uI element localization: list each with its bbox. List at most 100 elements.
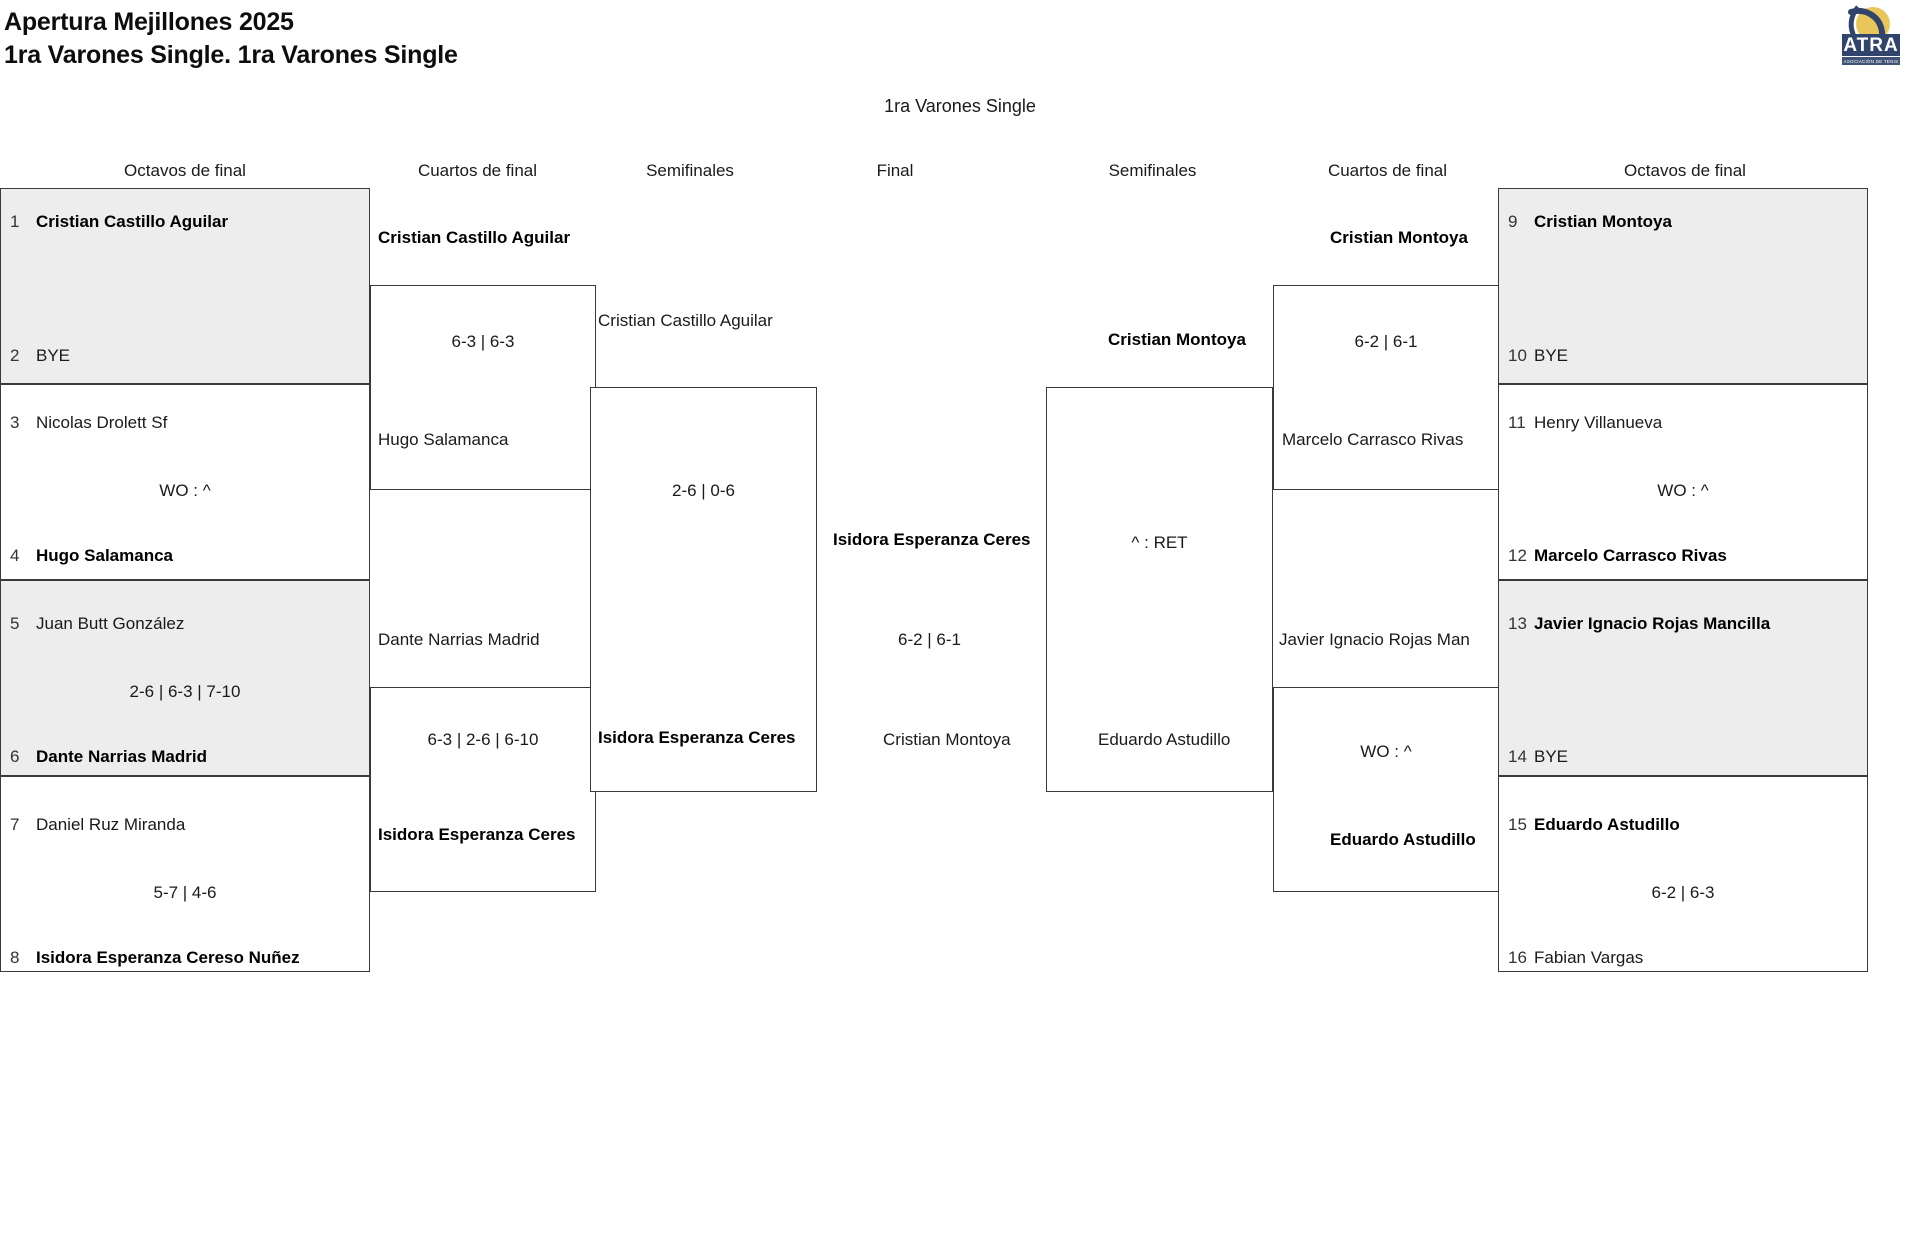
score-lqf-1: 6-3 | 6-3 [451,332,515,351]
seed-number: 7 [10,815,20,834]
round-header-cuartos-right: Cuartos de final [1327,161,1448,180]
sf-right-bottom-name[interactable]: Eduardo Astudillo [1098,730,1231,749]
seed-number: 2 [10,346,20,365]
seed-number: 6 [10,747,20,766]
round-header-final: Final [876,161,914,180]
match-box-l16-1[interactable] [0,188,370,384]
player-slot-7[interactable]: 7 Daniel Ruz Miranda [10,815,185,835]
match-box-lqf-2[interactable] [370,687,596,892]
category-name: 1ra Varones Single. 1ra Varones Single [4,41,458,69]
match-box-r16-2[interactable] [1498,384,1868,580]
player-name: Cristian Castillo Aguilar [36,212,229,231]
sf-left-bottom-clip: Isidora Esperanza Ceres [592,728,815,754]
player-slot-3[interactable]: 3 Nicolas Drolett Sf [10,413,167,433]
qf-right-2-top-clip: Javier Ignacio Rojas Man [1275,630,1499,656]
player-slot-14[interactable]: 14 BYE [1508,747,1568,767]
player-slot-8[interactable]: 8 Isidora Esperanza Cereso Nuñez [10,948,300,968]
seed-number: 14 [1508,747,1527,766]
player-name: BYE [1534,346,1569,365]
round-header-octavos-left: Octavos de final [124,161,246,180]
player-slot-1[interactable]: 1 Cristian Castillo Aguilar [10,212,228,232]
player-slot-5[interactable]: 5 Juan Butt González [10,614,184,634]
player-slot-2[interactable]: 2 BYE [10,346,70,366]
seed-number: 15 [1508,815,1527,834]
player-name: BYE [36,346,71,365]
player-name: Javier Ignacio Rojas Mancilla [1534,614,1771,633]
draw-title: 1ra Varones Single [884,96,1036,116]
player-name: Fabian Vargas [1534,948,1644,967]
score-final: 6-2 | 6-1 [897,630,961,649]
player-slot-12[interactable]: 12 Marcelo Carrasco Rivas [1508,546,1727,566]
player-slot-16[interactable]: 16 Fabian Vargas [1508,948,1643,968]
match-box-r16-4[interactable] [1498,776,1868,972]
round-header-cuartos-left: Cuartos de final [417,161,538,180]
score-l16-4: 5-7 | 4-6 [153,883,217,902]
match-box-l16-3[interactable] [0,580,370,776]
qf-left-2-top-name[interactable]: Dante Narrias Madrid [378,630,540,649]
qf-left-1-bottom-name[interactable]: Hugo Salamanca [378,430,509,449]
player-name: Marcelo Carrasco Rivas [1534,546,1727,565]
match-box-lqf-1[interactable] [370,285,596,490]
score-rqf-2: WO : ^ [1360,742,1412,761]
sf-left-top-name[interactable]: Cristian Castillo Aguilar [598,311,773,330]
match-box-r16-3[interactable] [1498,580,1868,776]
final-top-clip: Isidora Esperanza Ceres [817,530,1042,556]
match-box-l16-4[interactable] [0,776,370,972]
score-r16-2: WO : ^ [1657,481,1709,500]
match-box-rqf-1[interactable] [1273,285,1499,490]
qf-right-1-top-name[interactable]: Cristian Montoya [1330,228,1468,247]
qf-right-2-bottom-name[interactable]: Eduardo Astudillo [1330,830,1476,849]
player-slot-13[interactable]: 13 Javier Ignacio Rojas Mancilla [1508,614,1770,634]
match-box-r16-1[interactable] [1498,188,1868,384]
score-l16-2: WO : ^ [159,481,211,500]
seed-number: 9 [1508,212,1518,231]
player-name: Juan Butt González [36,614,185,633]
match-box-rqf-2[interactable] [1273,687,1499,892]
seed-number: 4 [10,546,20,565]
seed-number: 11 [1508,413,1526,432]
seed-number: 16 [1508,948,1527,967]
seed-number: 13 [1508,614,1527,633]
final-top-name[interactable]: Isidora Esperanza Ceres [833,530,1031,549]
player-name: BYE [1534,747,1569,766]
page-title: Apertura Mejillones 2025 1ra Varones Sin… [4,6,458,72]
player-name: Nicolas Drolett Sf [36,413,168,432]
tournament-name: Apertura Mejillones 2025 [4,8,294,36]
seed-number: 5 [10,614,20,633]
score-r16-4: 6-2 | 6-3 [1651,883,1715,902]
seed-number: 3 [10,413,20,432]
match-box-rsf[interactable] [1046,387,1273,792]
score-rqf-1: 6-2 | 6-1 [1354,332,1418,351]
score-lsf: 2-6 | 0-6 [671,481,735,500]
score-l16-3: 2-6 | 6-3 | 7-10 [129,682,241,701]
sf-left-bottom-name[interactable]: Isidora Esperanza Ceres [598,728,796,747]
qf-left-1-top-name[interactable]: Cristian Castillo Aguilar [378,228,571,247]
player-slot-6[interactable]: 6 Dante Narrias Madrid [10,747,207,767]
round-header-octavos-right: Octavos de final [1624,161,1746,180]
player-name: Cristian Montoya [1534,212,1672,231]
match-box-lsf[interactable] [590,387,817,792]
player-name: Dante Narrias Madrid [36,747,207,766]
sf-right-top-name[interactable]: Cristian Montoya [1108,330,1246,349]
atra-logo-icon: ATRA ASOCIACIÓN DE TENIS [1842,5,1900,65]
qf-left-2-bottom-clip: Isidora Esperanza Ceres [372,825,594,851]
score-lqf-2: 6-3 | 2-6 | 6-10 [427,730,539,749]
round-header-semis-left: Semifinales [646,161,734,180]
player-name: Isidora Esperanza Cereso Nuñez [36,948,300,967]
seed-number: 1 [10,212,20,231]
svg-text:ATRA: ATRA [1843,35,1898,56]
player-name: Daniel Ruz Miranda [36,815,186,834]
player-slot-9[interactable]: 9 Cristian Montoya [1508,212,1672,232]
seed-number: 8 [10,948,20,967]
seed-number: 12 [1508,546,1527,565]
qf-right-2-top-name[interactable]: Javier Ignacio Rojas Man [1279,630,1470,649]
qf-right-1-bottom-name[interactable]: Marcelo Carrasco Rivas [1282,430,1464,449]
final-bottom-name[interactable]: Cristian Montoya [883,730,1011,749]
qf-left-2-bottom-name[interactable]: Isidora Esperanza Ceres [378,825,576,844]
match-box-l16-2[interactable] [0,384,370,580]
